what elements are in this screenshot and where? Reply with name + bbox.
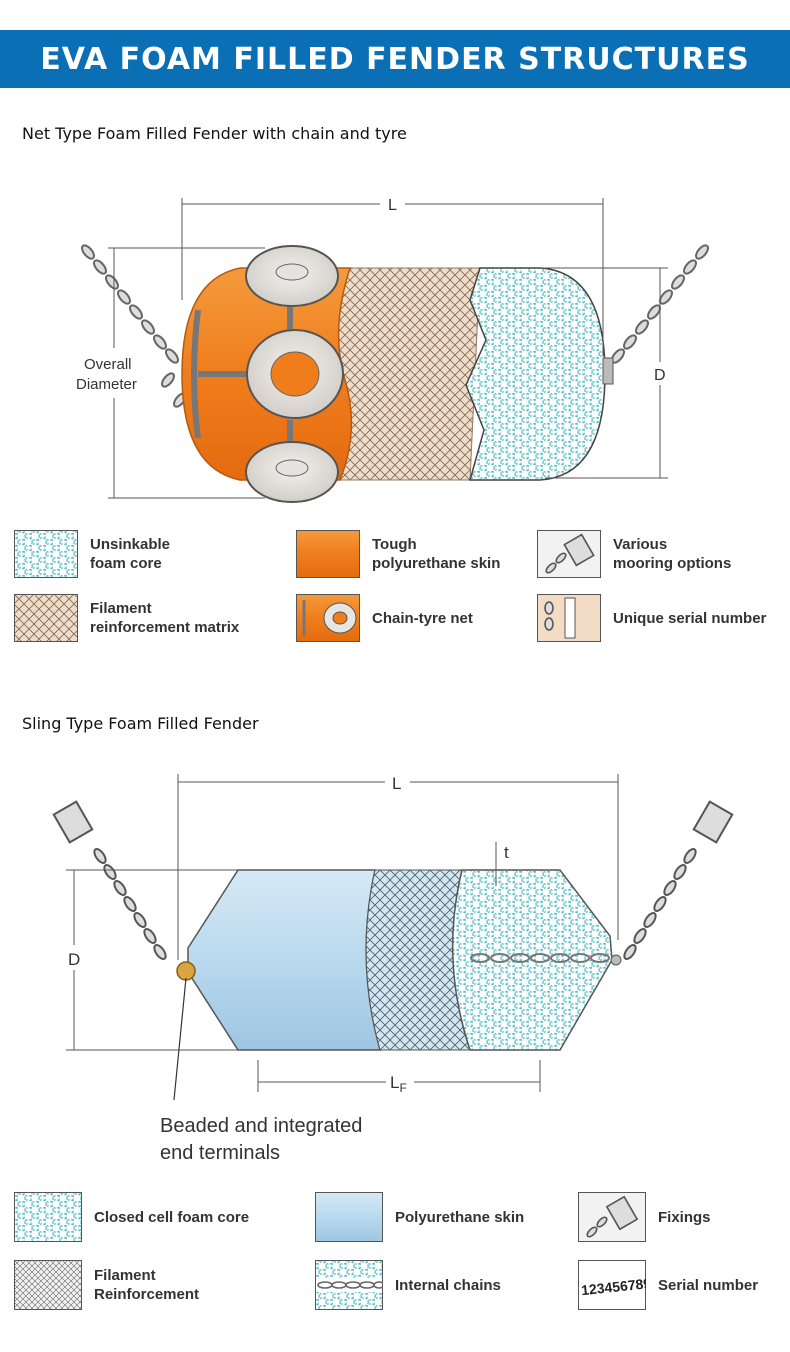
tyre-top [245,245,339,307]
legend-label: Serial number [658,1276,759,1294]
serial-swatch: 123456789 [578,1260,646,1310]
skin-swatch [296,530,360,578]
chain-tyre-swatch [296,594,360,642]
pu-skin-section [187,869,381,1051]
sling-fender-diagram: L D t LF Beaded and integrated end termi… [52,774,734,1164]
flat-length-label: LF [390,1073,407,1095]
legend-item-internal-chains: Internal chains [315,1260,501,1310]
legend-item-chain-tyre: Chain-tyre net [296,594,473,642]
left-end-terminal [176,961,196,981]
banner-title: EVA FOAM FILLED FENDER STRUCTURES [40,41,750,77]
left-mooring-chain [81,244,187,408]
foam-core-swatch [14,1192,82,1242]
diameter-dimension [66,869,238,1051]
internal-chain [470,953,610,963]
legend-label: Unsinkable foam core [90,536,171,572]
net-fender-diagram: L D Overall Diameter [76,197,709,503]
thickness-label: t [504,843,509,862]
length-label: L [388,197,397,214]
overall-label-1: Overall [84,356,132,373]
legend-label: Internal chains [395,1276,501,1294]
foam-core-swatch [14,530,78,578]
left-fixing-chain [52,800,167,960]
legend-label: Filament reinforcement matrix [90,600,240,636]
legend-item-mooring: Various mooring options [537,530,731,578]
filament-swatch [14,1260,82,1310]
legend-item-skin: Tough polyurethane skin [296,530,500,578]
flat-length-main: L [390,1073,399,1092]
legend-label: Fixings [658,1208,711,1226]
flat-length-dimension [257,1060,541,1092]
overall-label-2: Diameter [76,376,137,393]
right-end-terminal [610,954,622,966]
length-dimension [177,774,619,960]
legend-item-foam: Closed cell foam core [14,1192,249,1242]
legend-item-serial: 123456789 Serial number [578,1260,758,1310]
foam-core-section [465,267,606,481]
legend-item-serial: Unique serial number [537,594,766,642]
serial-swatch [537,594,601,642]
legend-label: Chain-tyre net [372,609,473,627]
tyre-bottom [245,441,339,503]
legend-item-filament: Filament Reinforcement [14,1260,199,1310]
sling-section-title: Sling Type Foam Filled Fender [22,714,259,733]
title-banner: EVA FOAM FILLED FENDER STRUCTURES [0,30,790,88]
pu-skin-swatch [315,1192,383,1242]
mooring-swatch [537,530,601,578]
legend-item-pu-skin: Polyurethane skin [315,1192,524,1242]
serial-sample-text: 123456789 [580,1275,646,1298]
net-section-title: Net Type Foam Filled Fender with chain a… [22,124,407,143]
right-fixing-chain [623,800,734,960]
legend-label: Tough polyurethane skin [372,536,501,572]
legend-label: Closed cell foam core [94,1208,250,1226]
legend-label: Unique serial number [613,609,767,627]
filament-swatch [14,594,78,642]
diameter-dimension [545,267,668,479]
tyre-middle [246,329,344,419]
diameter-label: D [68,950,80,969]
length-label: L [392,774,401,793]
legend-item-foam: Unsinkable foam core [14,530,170,578]
legend-label: Polyurethane skin [395,1208,525,1226]
right-end-terminal [602,357,614,385]
internal-chain-swatch [315,1260,383,1310]
fixings-swatch [578,1192,646,1242]
diameter-label: D [654,367,666,384]
length-dimension [181,198,604,356]
callout-line-1: Beaded and integrated [160,1115,362,1137]
fabric-section [329,267,481,481]
callout-line [173,977,187,1101]
callout-line-2: end terminals [160,1142,280,1164]
flat-length-sub: F [399,1081,406,1095]
legend-item-filament: Filament reinforcement matrix [14,594,239,642]
legend-label: Filament Reinforcement [94,1267,200,1303]
legend-label: Various mooring options [613,536,732,572]
overall-diameter-dimension [108,247,265,499]
legend-item-fixings: Fixings [578,1192,711,1242]
